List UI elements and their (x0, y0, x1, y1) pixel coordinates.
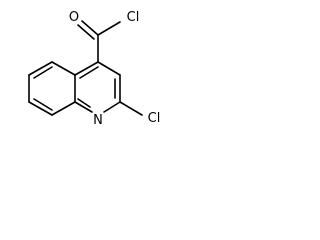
bond-n1-c8a (74, 101, 93, 113)
bond-c4a-c4 (74, 61, 99, 76)
bond-carbonyl-oxygen-double (77, 24, 95, 40)
atom-label-ring-nitrogen: N (93, 113, 103, 128)
bond-c2-chlorine (119, 101, 143, 116)
bond-carbonyl-chlorine (97, 21, 121, 36)
bond-c5-c6-double (33, 66, 53, 79)
bond-c8-c8a (51, 101, 76, 116)
bond-c2-n1 (103, 101, 121, 113)
bond-c5-c6 (28, 61, 53, 76)
atom-label-ring-chlorine: Cl (148, 111, 161, 126)
atom-label-acyl-chlorine: Cl (127, 10, 140, 25)
bond-c7-c8-double (33, 98, 53, 111)
bond-c4a-c5 (51, 61, 76, 76)
bond-c4-c3 (97, 61, 121, 76)
bond-carbonyl-oxygen (81, 20, 99, 36)
bond-n1-c8a-double (77, 98, 91, 108)
atom-label-carbonyl-oxygen: O (69, 10, 79, 25)
chemical-structure: O Cl N Cl (28, 10, 161, 128)
bond-c4a-c4-double (79, 66, 99, 79)
bond-c7-c8 (28, 101, 53, 116)
